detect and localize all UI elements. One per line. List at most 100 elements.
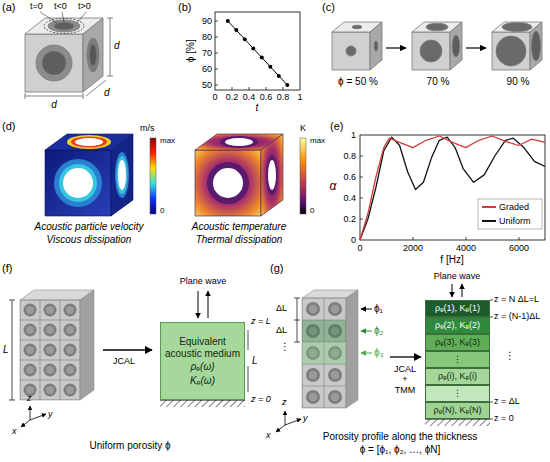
legend-text: Graded <box>499 202 529 212</box>
node-text: ρₑ(2), Kₑ(2) <box>435 320 480 330</box>
position-label: z = (N-1)ΔL <box>494 311 540 321</box>
wave-label: Plane wave <box>180 276 227 286</box>
axis-label: y <box>48 409 53 419</box>
panel-label: (c) <box>322 1 335 14</box>
panel-label: (b) <box>178 1 191 14</box>
dimension-label: L <box>3 344 9 356</box>
method-label: JCAL <box>113 356 135 366</box>
axis-label: z <box>27 393 32 403</box>
time-label: t=0 <box>30 1 43 11</box>
panel-label: (a) <box>2 1 15 14</box>
layer-band: ρₑ(2), Kₑ(2) <box>425 317 490 334</box>
axis-title: t <box>256 102 259 114</box>
caption-label: Thermal dissipation <box>196 234 283 246</box>
panel-label: (f) <box>2 262 12 275</box>
panel-label: (d) <box>2 120 15 133</box>
tick-label: 4000 <box>456 243 476 253</box>
dimension-label: d <box>104 87 110 99</box>
node-text: ρₑ(N), Kₑ(N) <box>434 405 482 415</box>
dimension-label: d <box>51 99 57 111</box>
tick-label: 70 <box>202 48 212 58</box>
ellipsis-label: ⋮ <box>505 350 515 362</box>
tick-label: 80 <box>202 32 212 42</box>
tick-label: 1 <box>297 92 302 102</box>
axis-label: y <box>303 413 308 423</box>
node-text: ρₑ(i), Kₑ(i) <box>438 371 477 381</box>
porosity-label: ϕ₂ <box>374 325 383 337</box>
panel-label: (g) <box>270 262 283 275</box>
layer-band: ⋮ <box>425 351 490 368</box>
tick-label: 0 <box>351 235 356 245</box>
porosity-label: 70 % <box>427 76 450 88</box>
tick-label: 0.6 <box>343 172 356 182</box>
tick-label: 0 <box>357 243 362 253</box>
ellipsis-label: ⋮ <box>280 341 290 353</box>
time-label: t>0 <box>78 1 91 11</box>
layer-band: ρₑ(N), Kₑ(N) <box>425 402 490 419</box>
layer-band: ρₑ(3), Kₑ(3) <box>425 334 490 351</box>
caption-label: Uniform porosity ϕ <box>89 440 170 452</box>
tick-label: 60 <box>202 64 212 74</box>
tick-label: 0 <box>212 92 217 102</box>
caption-label: ϕ = [ϕ₁, ϕ₂, …, ϕN] <box>360 444 441 456</box>
porosity-label: ϕ₁ <box>374 303 383 315</box>
tick-label: 0.4 <box>343 193 356 203</box>
layer-band: ρₑ(1), Kₑ(1) <box>425 300 490 317</box>
axis-title: α <box>330 180 337 194</box>
tick-label: 0.2 <box>343 214 356 224</box>
position-label: z = 0 <box>251 394 271 404</box>
position-label: z = L <box>251 316 271 326</box>
caption-label: Acoustic temperature <box>192 221 287 233</box>
tick-label: 1 <box>351 130 356 140</box>
node-text: ρₑ(ω) <box>190 361 214 373</box>
tick-label: 0.6 <box>260 92 273 102</box>
tick-label: 0.4 <box>243 92 256 102</box>
axis-label: x <box>12 426 17 436</box>
wave-label: Plane wave <box>434 271 481 281</box>
caption-label: Acoustic particle velocity <box>35 221 144 233</box>
layer-band: ρₑ(i), Kₑ(i) <box>425 368 490 385</box>
acoustic-medium-box: Equivalent acoustic medium ρₑ(ω) Kₑ(ω) <box>160 322 245 400</box>
position-label: z = 0 <box>494 413 514 423</box>
position-label: z = N ΔL=L <box>494 294 539 304</box>
position-label: z = ΔL <box>494 396 520 406</box>
tick-label: 90 <box>202 16 212 26</box>
dimension-label: d <box>114 40 120 52</box>
node-text: ρₑ(1), Kₑ(1) <box>435 303 480 313</box>
legend-line <box>482 220 496 222</box>
axis-title: ϕ [%] <box>184 40 196 63</box>
panel-label: (e) <box>330 120 343 133</box>
node-text: ⋮ <box>453 354 462 364</box>
node-text: ⋮ <box>453 388 462 398</box>
dimension-label: L <box>252 355 258 367</box>
legend-text: Uniform <box>499 216 531 226</box>
colorbar-min: 0 <box>310 206 314 215</box>
tick-label: 0.8 <box>343 151 356 161</box>
node-text: Equivalent acoustic medium <box>164 336 241 359</box>
unit-label: K <box>300 123 306 133</box>
colorbar-min: 0 <box>160 206 164 215</box>
dimension-label: ΔL <box>276 303 287 313</box>
dimension-label: ΔL <box>276 325 287 335</box>
caption-label: Viscous dissipation <box>47 234 132 246</box>
legend-line <box>482 206 496 208</box>
porosity-label: 90 % <box>507 76 530 88</box>
layer-band: ⋮ <box>425 385 490 402</box>
tick-label: 50 <box>202 80 212 90</box>
tick-label: 0.8 <box>277 92 290 102</box>
axis-title: f [Hz] <box>440 254 463 266</box>
caption-label: Porosity profile along the thickness <box>323 431 478 443</box>
colorbar-max: max <box>310 136 325 145</box>
method-label: JCAL + TMM <box>391 364 419 395</box>
time-label: t<0 <box>54 1 67 11</box>
node-text: ρₑ(3), Kₑ(3) <box>435 337 480 347</box>
porosity-label: ϕ₃ <box>374 347 384 359</box>
node-text: Kₑ(ω) <box>190 375 215 387</box>
axis-label: z <box>282 397 287 407</box>
tick-label: 0.2 <box>226 92 239 102</box>
tick-label: 2000 <box>403 243 423 253</box>
porosity-label: ϕ = 50 % <box>338 76 378 88</box>
axis-label: x <box>266 430 271 440</box>
unit-label: m/s <box>140 123 155 133</box>
